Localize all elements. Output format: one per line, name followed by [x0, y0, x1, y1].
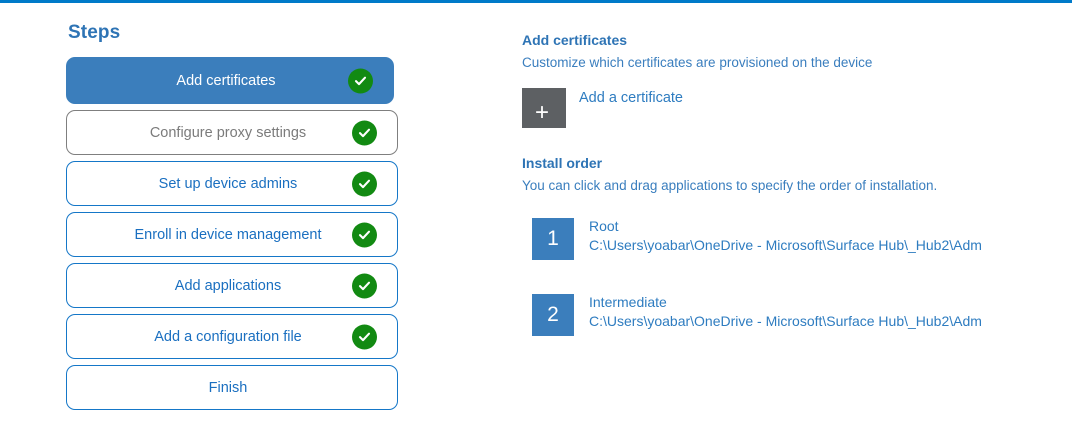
- step-label: Finish: [208, 379, 248, 396]
- check-icon: [352, 171, 377, 196]
- add-certificates-section: Add certificates Customize which certifi…: [522, 31, 1042, 128]
- plus-glyph: +: [535, 99, 550, 126]
- check-icon: [352, 273, 377, 298]
- sidebar-item-configure-proxy-settings[interactable]: Configure proxy settings: [66, 110, 398, 155]
- step-label: Set up device admins: [158, 175, 298, 192]
- steps-panel: Steps Add certificates Configure proxy s…: [66, 21, 398, 416]
- add-a-certificate-button[interactable]: + Add a certificate: [522, 88, 1042, 128]
- step-label: Enroll in device management: [134, 226, 322, 243]
- install-order-section: Install order You can click and drag app…: [522, 154, 1042, 336]
- wizard-page: Steps Add certificates Configure proxy s…: [0, 3, 1072, 443]
- sidebar-item-finish[interactable]: Finish: [66, 365, 398, 410]
- check-icon: [352, 222, 377, 247]
- section-description-add-certificates: Customize which certificates are provisi…: [522, 55, 873, 70]
- plus-icon[interactable]: +: [522, 88, 566, 128]
- page-title: Steps: [68, 22, 121, 43]
- sidebar-item-add-applications[interactable]: Add applications: [66, 263, 398, 308]
- certificate-name: Root: [589, 218, 619, 234]
- certificate-path: C:\Users\yoabar\OneDrive - Microsoft\Sur…: [589, 313, 982, 329]
- section-heading-add-certificates: Add certificates: [522, 32, 628, 48]
- check-icon: [348, 68, 373, 93]
- sidebar-item-set-up-device-admins[interactable]: Set up device admins: [66, 161, 398, 206]
- sidebar-item-enroll-in-device-management[interactable]: Enroll in device management: [66, 212, 398, 257]
- step-label: Add a configuration file: [154, 328, 302, 345]
- order-number-badge: 2: [532, 294, 574, 336]
- sidebar-item-add-a-configuration-file[interactable]: Add a configuration file: [66, 314, 398, 359]
- add-a-certificate-label: Add a certificate: [579, 90, 683, 106]
- list-item-text: Root C:\Users\yoabar\OneDrive - Microsof…: [589, 217, 982, 255]
- detail-panel: Add certificates Customize which certifi…: [522, 31, 1042, 370]
- list-item-text: Intermediate C:\Users\yoabar\OneDrive - …: [589, 293, 982, 331]
- step-label: Configure proxy settings: [149, 124, 307, 141]
- certificate-name: Intermediate: [589, 294, 667, 310]
- section-description-install-order: You can click and drag applications to s…: [522, 178, 938, 193]
- step-label: Add applications: [174, 277, 282, 294]
- sidebar-item-add-certificates[interactable]: Add certificates: [66, 57, 394, 104]
- top-accent-bar: [0, 0, 1072, 3]
- check-icon: [352, 324, 377, 349]
- order-number-badge: 1: [532, 218, 574, 260]
- section-heading-install-order: Install order: [522, 155, 603, 171]
- install-order-list: 1 Root C:\Users\yoabar\OneDrive - Micros…: [522, 218, 1042, 336]
- certificate-path: C:\Users\yoabar\OneDrive - Microsoft\Sur…: [589, 237, 982, 253]
- check-icon: [352, 120, 377, 145]
- list-item[interactable]: 1 Root C:\Users\yoabar\OneDrive - Micros…: [522, 218, 1042, 260]
- step-label: Add certificates: [176, 72, 276, 89]
- list-item[interactable]: 2 Intermediate C:\Users\yoabar\OneDrive …: [522, 294, 1042, 336]
